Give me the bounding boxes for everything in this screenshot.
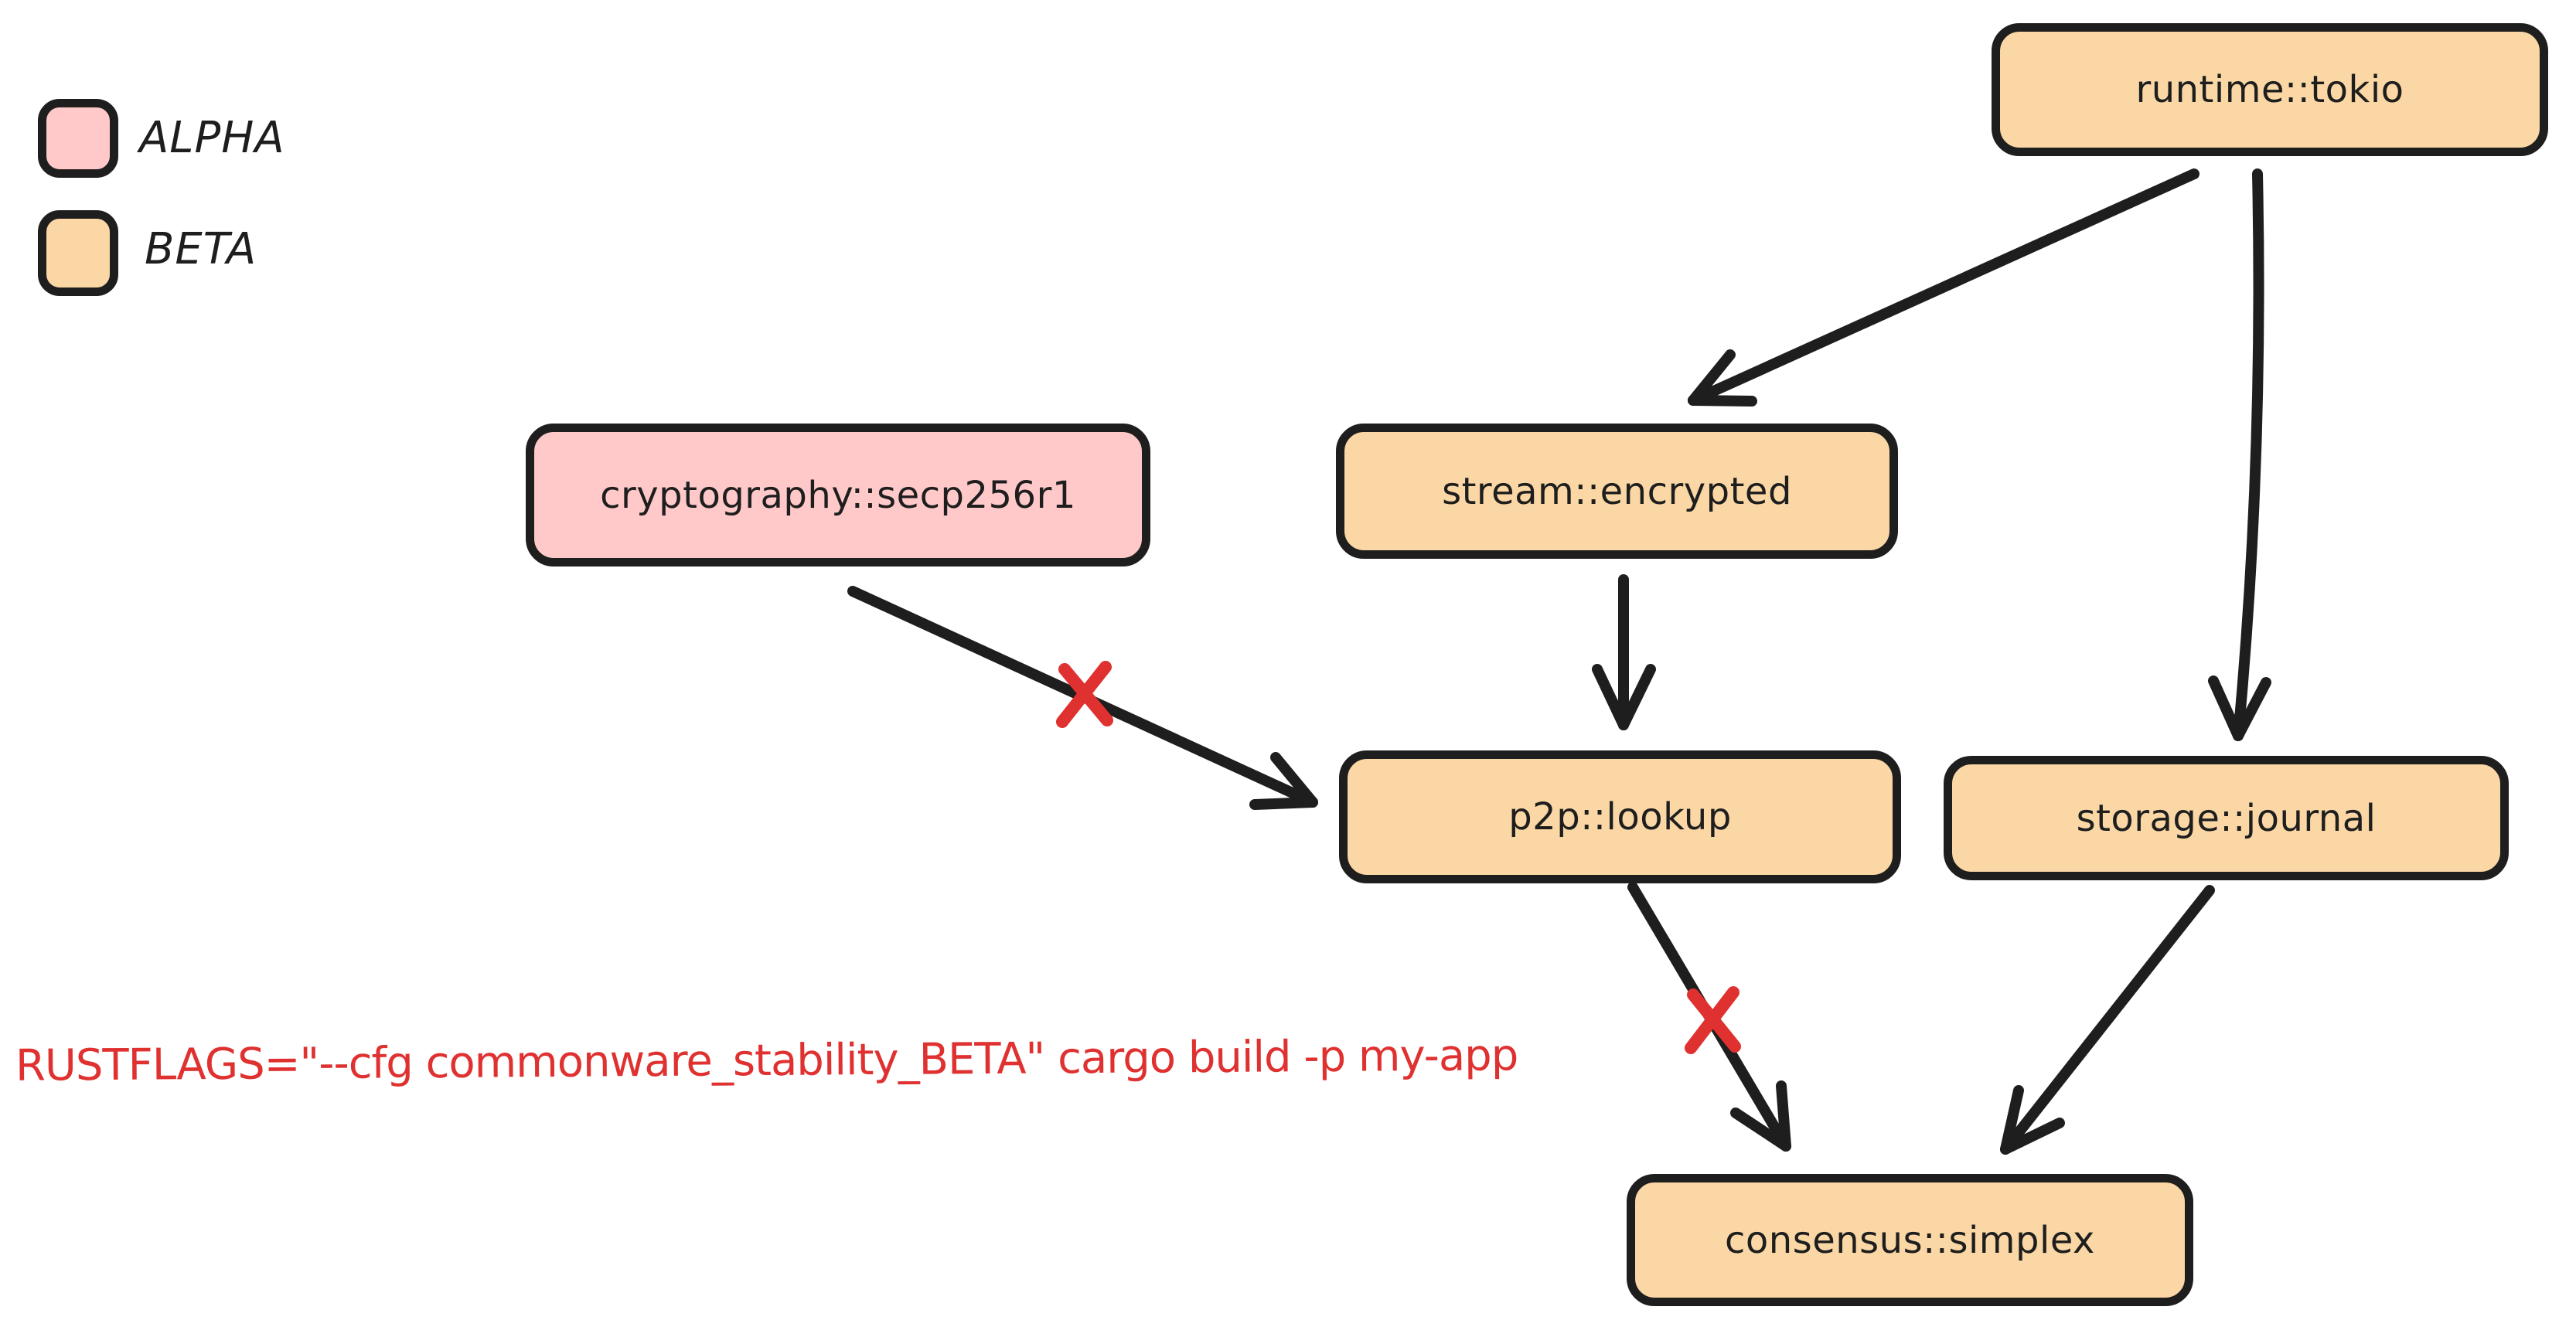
legend-swatch-beta [38, 210, 118, 296]
node-storage-journal: storage::journal [1944, 756, 2509, 880]
node-runtime-tokio: runtime::tokio [1992, 23, 2548, 156]
edge-runtime-tokio-to-stream-encrypted [1688, 168, 2199, 407]
blocked-x-icon [1056, 661, 1113, 728]
legend-label-alpha: ALPHA [139, 113, 285, 163]
edge-stream-encrypted-to-p2p-lookup [1592, 574, 1656, 730]
node-p2p-lookup: p2p::lookup [1339, 750, 1901, 883]
legend-label-beta: BETA [145, 224, 257, 274]
edge-runtime-tokio-to-storage-journal [2208, 168, 2271, 741]
node-consensus-simplex: consensus::simplex [1627, 1174, 2193, 1306]
build-command-text: RUSTFLAGS="--cfg commonware_stability_BE… [15, 1030, 1518, 1091]
edge-storage-journal-to-consensus-simplex [2000, 885, 2215, 1155]
legend-swatch-alpha [38, 99, 118, 178]
blocked-x-icon [1685, 986, 1741, 1054]
node-stream-encrypted: stream::encrypted [1336, 424, 1898, 559]
node-cryptography-secp256r1: cryptography::secp256r1 [526, 424, 1150, 567]
